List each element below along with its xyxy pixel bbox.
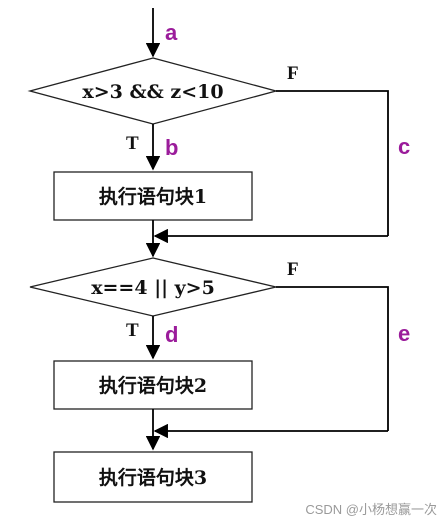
decision-2-label: x==4 || y>5: [91, 277, 215, 299]
decision-1-true-label: T: [126, 133, 139, 154]
decision-2-true-label: T: [126, 320, 139, 341]
statement-block-3-label: 执行语句块3: [99, 466, 207, 489]
statement-block-1: [53, 171, 253, 221]
statement-block-2-label: 执行语句块2: [99, 374, 207, 397]
path-label-c: c: [398, 134, 410, 159]
path-label-b: b: [165, 135, 178, 160]
watermark: CSDN @小杨想赢一次: [305, 502, 437, 517]
decision-1-false-label: F: [287, 63, 299, 84]
decision-1-label: x>3 && z<10: [82, 81, 223, 103]
path-label-a: a: [165, 20, 178, 45]
decision-1-false-line: [276, 90, 389, 236]
statement-block-2: [53, 360, 253, 410]
decision-2-false-line: [276, 286, 389, 431]
statement-block-3: [53, 451, 253, 503]
path-label-d: d: [165, 322, 178, 347]
path-label-e: e: [398, 321, 410, 346]
decision-2-false-label: F: [287, 259, 299, 280]
statement-block-1-label: 执行语句块1: [99, 185, 207, 208]
